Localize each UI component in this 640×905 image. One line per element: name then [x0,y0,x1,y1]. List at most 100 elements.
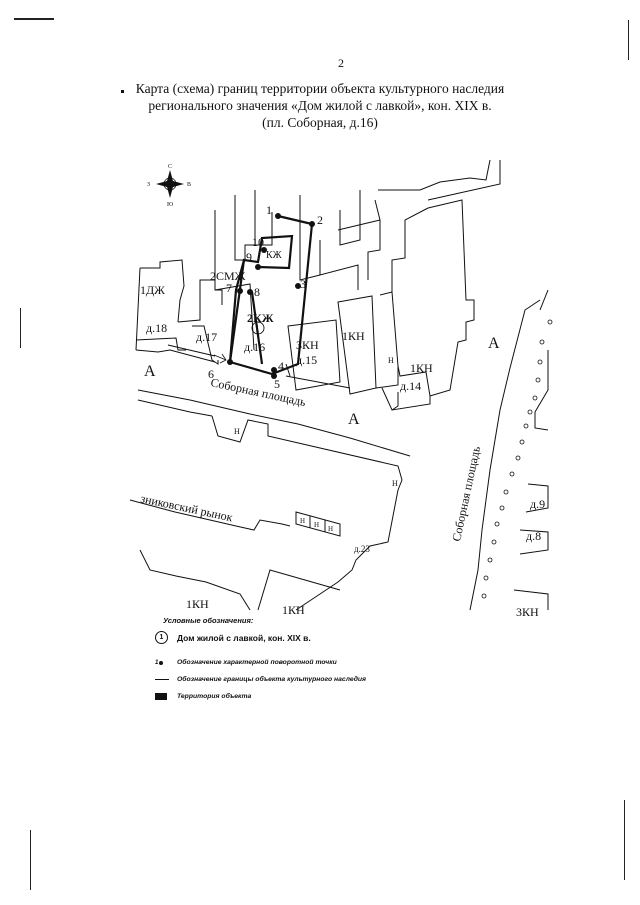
label-n-1: Н [388,356,394,365]
street-line [137,389,411,457]
object-boundary [228,259,246,363]
legend-point-label: Обозначение характерной поворотной точки [177,659,337,666]
legend-boundary-label: Обозначение границы объекта культурного … [177,676,367,683]
point-6-dot [227,359,233,365]
building-1kn-right [397,199,475,397]
territory-map: 1 2 3 4 5 6 7 8 9 10 С Ю З В КЖ 2СМЖ 1ДЖ… [129,159,553,619]
label-n-5: Н [314,521,319,529]
point-7-label: 7 [226,281,232,295]
label-d15: д.15 [296,353,317,367]
building-outline [337,219,381,231]
point-2-dot [309,221,315,227]
point-9-dot [255,264,261,270]
compass-north: С [168,164,172,170]
title-line-3: (пл. Соборная, д.16) [262,115,378,130]
building-1dzh [140,259,185,323]
compass-east: В [187,182,191,188]
building-outline [319,240,359,290]
building-outline [244,212,273,260]
label-d18: д.18 [146,321,167,335]
building-outline [519,529,549,555]
label-2smzh: 2СМЖ [210,269,246,283]
title-line-1: Карта (схема) границ территории объекта … [135,81,505,96]
legend-territory-label: Территория объекта [177,693,252,700]
label-square-h: Соборная площадь [209,375,307,409]
territory-fill-icon [155,693,167,700]
street-line [137,399,213,417]
map-title: Карта (схема) границ территории объекта … [120,80,520,131]
left-edge-line-bottom [30,830,31,890]
label-d23: д.23 [354,544,370,554]
street-line [469,299,541,611]
point-9-label: 9 [246,250,252,264]
street-line [391,392,399,411]
label-zone-a2: А [348,411,360,428]
label-zone-a1: А [144,363,156,380]
object-marker-number: 1 [255,324,260,334]
point-8-dot [247,289,253,295]
label-3kn: 3КН [296,338,319,352]
building-outline [525,483,549,513]
building-d17 [192,325,219,365]
label-n-3: Н [392,479,398,488]
street-line [539,289,549,311]
point-1-dot [275,213,281,219]
compass-rose: С Ю З В [147,164,191,208]
label-1kn-b: 1КН [410,361,433,375]
point-8-label: 8 [254,285,260,299]
point-3-label: 3 [300,277,306,291]
legend-territory-row: Территория объекта [155,690,366,703]
building-outline [339,190,361,246]
building-outline [234,195,245,261]
legend-object-row: 1 Дом жилой с лавкой, кон. XIX в. [155,631,366,644]
label-1dzh: 1ДЖ [140,283,165,297]
top-left-scan-mark [14,18,54,20]
point-5-label: 5 [274,377,280,391]
building-outline [367,199,381,280]
building-outline [534,350,549,431]
label-1kn-d: 1КН [282,603,305,617]
point-7-dot [237,288,243,294]
legend-object-label: Дом жилой с лавкой, кон. XIX в. [177,632,311,643]
label-d14: д.14 [400,379,421,393]
object-boundary [250,291,264,365]
label-1kn-c: 1КН [186,597,209,611]
label-2kzh: 2КЖ [247,311,274,325]
object-number-icon: 1 [155,631,168,644]
label-square-v: Соборная площадь [449,444,483,542]
street-line [257,569,341,611]
building-outline [378,159,491,191]
label-market: зниковский рынок [139,491,234,524]
building-outline [427,160,501,201]
right-edge-line [628,20,629,60]
street-line [129,499,291,531]
object-marker: 1 [251,321,265,335]
building-outline [177,279,215,323]
building-outline [391,207,429,292]
street-line [285,363,291,377]
legend: Условные обозначения: 1 Дом жилой с лавк… [155,616,366,703]
building-1kn-middle [337,295,377,395]
building-outline [214,210,223,305]
building-outline [513,589,549,610]
title-bullet [121,90,124,93]
compass-west: З [147,182,150,188]
market-block [211,415,403,611]
title-line-2: регионального значения «Дом жилой с лавк… [148,98,492,113]
building-outline [379,291,399,367]
point-5-dot [271,373,277,379]
street-line [135,349,216,363]
street-line [285,375,351,389]
compass-south: Ю [167,202,173,208]
point-marker-number: 1 [155,659,159,666]
label-3kn-bottom: 3КН [516,605,539,619]
point-1-label: 1 [266,203,272,217]
legend-title: Условные обозначения: [163,616,254,625]
point-4-label: 4 [278,359,284,373]
legend-boundary-row: Обозначение границы объекта культурного … [155,673,366,686]
boundary-line-icon [155,679,169,680]
label-1kn-a: 1КН [342,329,365,343]
building-outline [135,337,186,351]
street-line [139,549,251,611]
market-kiosks [295,511,341,537]
